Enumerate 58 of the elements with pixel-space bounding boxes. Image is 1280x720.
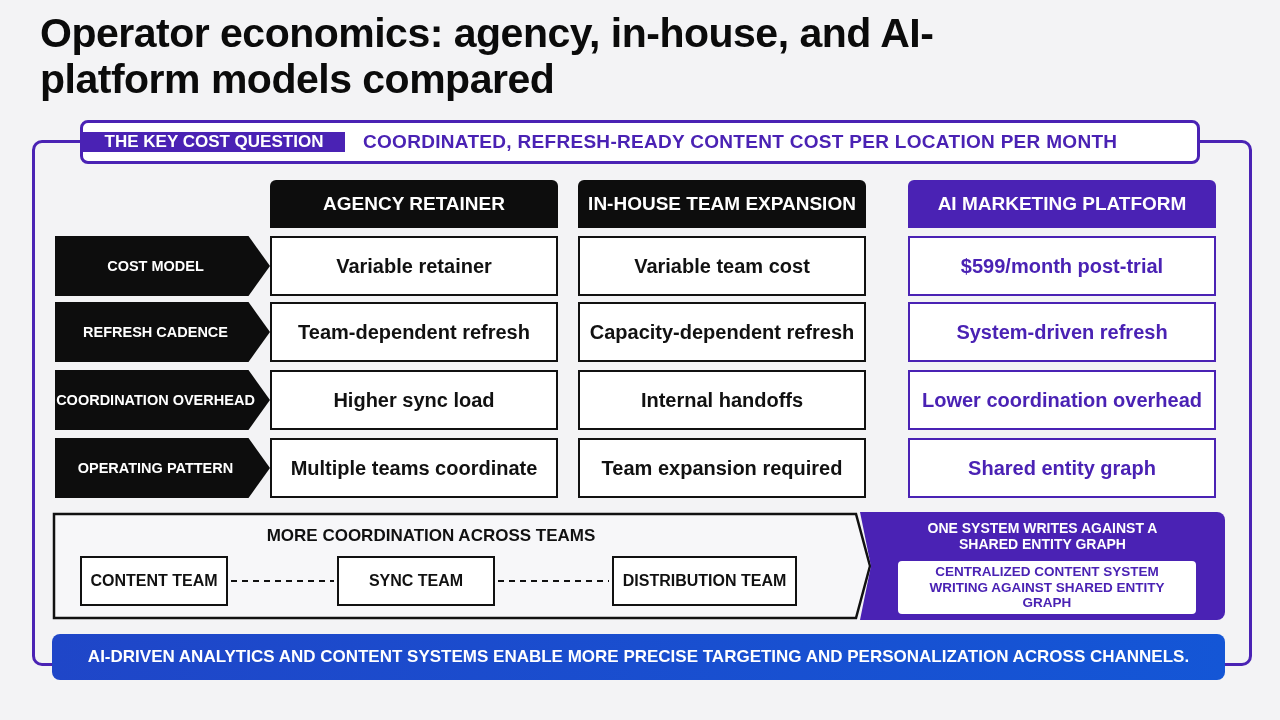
row-header — [55, 302, 270, 362]
table-cell-box — [578, 370, 866, 430]
table-cell-box — [270, 370, 558, 430]
panel-heading: ONE SYSTEM WRITES AGAINST A SHARED ENTITY GRAPH — [926, 520, 1159, 553]
node-text: DISTRIBUTION TEAM — [621, 571, 788, 591]
question-label: THE KEY COST QUESTION — [83, 132, 345, 152]
node-text: Team expansion required — [600, 456, 844, 480]
node-text: Multiple teams coordinate — [289, 456, 539, 480]
table-cell-box — [578, 438, 866, 498]
node-text: $599/month post-trial — [959, 254, 1165, 278]
node-text: CONTENT TEAM — [89, 571, 219, 591]
node-text: System-driven refresh — [955, 320, 1169, 344]
team-box — [337, 556, 495, 606]
node-text: Lower coordination overhead — [920, 388, 1203, 412]
node-text: Team-dependent refresh — [297, 320, 531, 344]
system-panel — [860, 512, 1225, 620]
node-text: SYNC TEAM — [367, 571, 465, 591]
table-cell-box — [908, 236, 1216, 296]
dashed-connector — [230, 580, 335, 582]
node-text: OPERATING PATTERN — [76, 459, 235, 477]
node-text: Capacity-dependent refresh — [588, 320, 856, 344]
node-text: Shared entity graph — [967, 456, 1157, 480]
node-text: Variable retainer — [335, 254, 493, 278]
dashed-connector — [497, 580, 610, 582]
system-box — [898, 561, 1196, 614]
table-cell-box — [270, 236, 558, 296]
question-text: COORDINATED, REFRESH-READY CONTENT COST PER LOCATION PER MONTH — [362, 131, 1119, 153]
node-text: CENTRALIZED CONTENT SYSTEM WRITING AGAINST SHARED ENTITY GRAPH — [928, 564, 1166, 611]
node-text: AI MARKETING PLATFORM — [936, 193, 1188, 215]
footer-banner — [52, 634, 1225, 680]
panel-heading: MORE COORDINATION ACROSS TEAMS — [265, 526, 597, 546]
node-text: REFRESH CADENCE — [82, 323, 229, 341]
row-header — [55, 370, 270, 430]
node-text: IN-HOUSE TEAM EXPANSION — [587, 193, 857, 215]
table-cell-box — [578, 302, 866, 362]
column-header — [578, 180, 866, 228]
table-cell-box — [270, 302, 558, 362]
column-header — [270, 180, 558, 228]
row-header — [55, 438, 270, 498]
table-cell-box — [908, 370, 1216, 430]
node-text: Internal handoffs — [639, 388, 805, 412]
row-header — [55, 236, 270, 296]
coordination-panel — [52, 512, 870, 620]
table-cell-box — [908, 438, 1216, 498]
node-text: COORDINATION OVERHEAD — [55, 391, 256, 409]
node-text: Variable team cost — [633, 254, 811, 278]
node-text: Higher sync load — [332, 388, 496, 412]
table-cell-box — [908, 302, 1216, 362]
node-text: AGENCY RETAINER — [322, 193, 506, 215]
node-text: AI-DRIVEN ANALYTICS AND CONTENT SYSTEMS ENABLE MORE PRECISE TARGETING AND PERSONALIZATION ACROSS CHANNELS. — [86, 647, 1191, 667]
table-cell-box — [578, 236, 866, 296]
question-banner — [80, 120, 1200, 164]
column-header — [908, 180, 1216, 228]
team-box — [612, 556, 797, 606]
team-box — [80, 556, 228, 606]
diagram-title: Operator economics: agency, in-house, and AI-platform models compared — [40, 10, 935, 102]
node-text: COST MODEL — [106, 257, 205, 275]
table-cell-box — [270, 438, 558, 498]
